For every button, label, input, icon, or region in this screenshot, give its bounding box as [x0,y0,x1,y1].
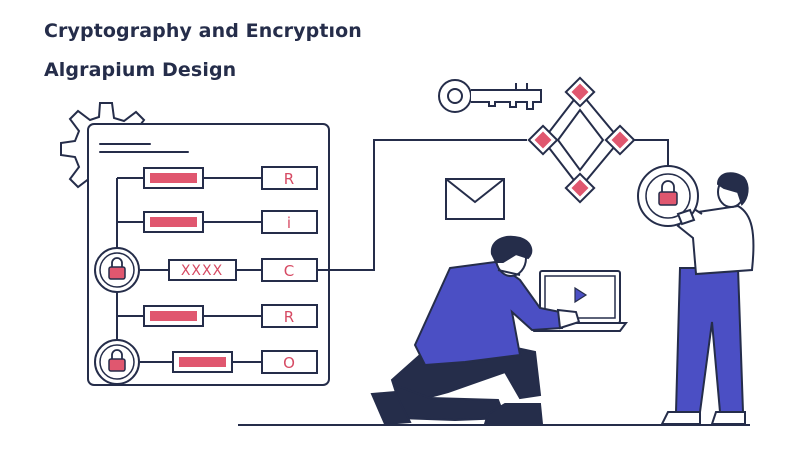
cell-value: O [283,354,295,372]
panel-row: R [117,304,318,328]
panel-row: XXXX C [140,258,318,282]
padlock-icon [94,339,140,385]
padlock-icon [94,247,140,293]
cell-value: i [287,214,291,232]
cell-value: R [284,308,294,326]
panel-row: R [117,166,318,190]
key-icon [438,79,542,113]
masked-value: XXXX [181,263,223,279]
standing-person [660,172,755,425]
panel-row: O [140,350,318,374]
title-line-2: Algrapium Design [44,59,237,81]
padlock-icon [637,165,699,227]
cell-value: R [284,170,294,188]
envelope-icon [445,178,505,220]
kneeling-person [370,235,628,426]
diamond-network-icon [527,76,636,204]
title-line-1: Cryptography and Encryptıon [44,20,362,42]
panel-row: i [117,210,318,234]
play-icon [574,286,588,304]
cell-value: C [284,262,294,280]
